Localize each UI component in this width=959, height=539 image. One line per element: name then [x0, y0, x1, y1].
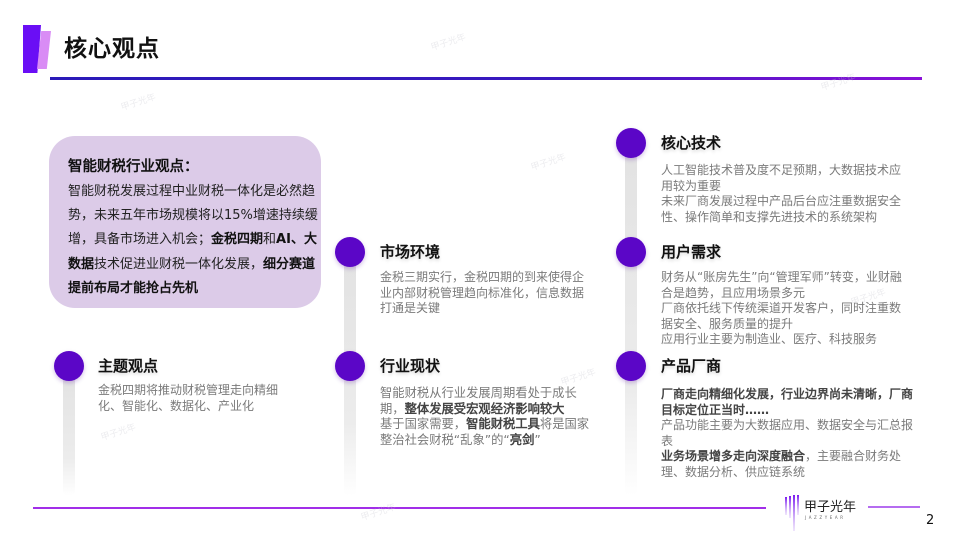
- section-body-market: 金税三期实行，金税四期的到来使得企业内部财税管理趋向标准化，信息数据打通是关键: [380, 270, 590, 317]
- section-body-tech: 人工智能技术普及度不足预期，大数据技术应用较为重要未来厂商发展过程中产品后台应注…: [661, 163, 911, 225]
- body-text: ，主要融合财务处理、数据分析、供应链系统: [661, 449, 902, 479]
- emphasis-text: 厂商走向精细化发展，行业边界尚未清晰，厂商目标定位正当时……: [661, 387, 914, 417]
- timeline-dot-market: [335, 237, 365, 267]
- body-line: 业务场景增多走向深度融合，主要融合财务处理、数据分析、供应链系统: [661, 449, 923, 480]
- footer-rule-right: [868, 506, 920, 508]
- timeline-dot-industry: [335, 351, 365, 381]
- emphasis-text: 业务场景增多走向深度融合: [661, 449, 806, 464]
- timeline-dot-theme: [54, 351, 84, 381]
- page-title: 核心观点: [64, 36, 160, 62]
- body-text: 未来厂商发展过程中产品后台应注重数据安全性、操作简单和支撑先进技术的系统架构: [661, 194, 902, 224]
- callout-body: 智能财税发展过程中业财税一体化是必然趋势，未来五年市场规模将以15%增速持续缓增…: [68, 180, 318, 301]
- body-text: 智能财税从行业发展周期看处于成长期，: [380, 386, 577, 416]
- emphasis-text: 亮剑: [509, 432, 535, 447]
- timeline-track-left: [63, 368, 75, 496]
- section-body-theme: 金税四期将推动财税管理走向精细化、智能化、数据化、产业化: [98, 383, 288, 414]
- body-text: 技术促进业财税一体化发展，: [94, 256, 264, 272]
- body-text: 财务从“账房先生”向“管理军师”转变，业财融合是趋势，且应用场景多元: [661, 270, 902, 300]
- section-title-theme: 主题观点: [98, 357, 159, 375]
- brand-name-cn: 甲子光年: [804, 500, 857, 515]
- body-line: 财务从“账房先生”向“管理军师”转变，业财融合是趋势，且应用场景多元: [661, 270, 911, 301]
- body-text: 应用行业主要为制造业、医疗、科技服务: [661, 332, 878, 347]
- body-text: 智能财税发展过程中业财税一体化是必然趋势，未来五年市场规模将以15%增速持续缓增…: [68, 184, 318, 248]
- body-line: 厂商依托线下传统渠道开发客户，同时注重数据安全、服务质量的提升: [661, 301, 911, 332]
- watermark: 甲子光年: [99, 422, 138, 444]
- emphasis-text: 细分赛道提前布局才能抢占先机: [68, 256, 316, 296]
- body-line: 智能财税从行业发展周期看处于成长期，整体发展受宏观经济影响较大: [380, 386, 595, 417]
- body-text: 和: [263, 232, 277, 248]
- body-text: 人工智能技术普及度不足预期，大数据技术应用较为重要: [661, 163, 902, 193]
- brand-bars-icon: [785, 495, 799, 531]
- watermark: 甲子光年: [429, 32, 468, 54]
- watermark: 甲子光年: [119, 92, 158, 114]
- title-accent-bar-secondary: [37, 31, 51, 69]
- emphasis-text: 整体发展受宏观经济影响较大: [404, 401, 565, 416]
- body-text: 金税三期实行，金税四期的到来使得企业内部财税管理趋向标准化，信息数据打通是关键: [380, 270, 585, 316]
- emphasis-text: 智能财税工具: [466, 417, 540, 432]
- page-number: 2: [926, 513, 935, 528]
- title-accent-bar-primary: [23, 25, 41, 73]
- body-line: 金税四期将推动财税管理走向精细化、智能化、数据化、产业化: [98, 383, 288, 414]
- callout-title: 智能财税行业观点：: [68, 159, 199, 175]
- watermark: 甲子光年: [529, 152, 568, 174]
- body-line: 金税三期实行，金税四期的到来使得企业内部财税管理趋向标准化，信息数据打通是关键: [380, 270, 590, 317]
- timeline-track-right: [625, 142, 637, 496]
- emphasis-text: 金税四期: [211, 232, 264, 248]
- body-text: 厂商依托线下传统渠道开发客户，同时注重数据安全、服务质量的提升: [661, 301, 902, 331]
- section-title-market: 市场环境: [380, 243, 441, 261]
- body-text: 将是国家整治社会财税“乱象”的“: [380, 417, 590, 447]
- watermark: 甲子光年: [819, 72, 858, 94]
- body-line: 厂商走向精细化发展，行业边界尚未清晰，厂商目标定位正当时……: [661, 387, 923, 418]
- section-body-demand: 财务从“账房先生”向“管理军师”转变，业财融合是趋势，且应用场景多元厂商依托线下…: [661, 270, 911, 348]
- timeline-dot-vendors: [616, 351, 646, 381]
- industry-viewpoint-callout: [49, 136, 321, 308]
- watermark: 甲子光年: [559, 367, 598, 389]
- watermark: 甲子光年: [359, 502, 398, 524]
- footer-rule-left: [33, 507, 766, 509]
- body-line: 应用行业主要为制造业、医疗、科技服务: [661, 332, 911, 348]
- emphasis-text: AI、大数据: [68, 232, 317, 272]
- section-title-vendors: 产品厂商: [661, 357, 722, 375]
- section-body-vendors: 厂商走向精细化发展，行业边界尚未清晰，厂商目标定位正当时……产品功能主要为大数据…: [661, 387, 923, 481]
- timeline-dot-tech: [616, 128, 646, 158]
- title-underline: [50, 77, 922, 80]
- body-text: ”: [534, 432, 541, 447]
- section-title-demand: 用户需求: [661, 243, 722, 261]
- body-text: 基于国家需要，: [380, 417, 467, 432]
- body-line: 产品功能主要为大数据应用、数据安全与汇总报表: [661, 418, 923, 449]
- body-line: 未来厂商发展过程中产品后台应注重数据安全性、操作简单和支撑先进技术的系统架构: [661, 194, 911, 225]
- brand-name-en: JAZZYEAR: [805, 515, 846, 520]
- section-title-industry: 行业现状: [380, 357, 441, 375]
- body-text: 金税四期将推动财税管理走向精细化、智能化、数据化、产业化: [98, 383, 279, 413]
- section-title-tech: 核心技术: [661, 134, 722, 152]
- timeline-dot-demand: [616, 237, 646, 267]
- footer-brand-logo: 甲子光年 JAZZYEAR: [784, 493, 864, 533]
- body-line: 人工智能技术普及度不足预期，大数据技术应用较为重要: [661, 163, 911, 194]
- section-body-industry: 智能财税从行业发展周期看处于成长期，整体发展受宏观经济影响较大基于国家需要，智能…: [380, 386, 595, 448]
- body-text: 产品功能主要为大数据应用、数据安全与汇总报表: [661, 418, 914, 448]
- body-line: 基于国家需要，智能财税工具将是国家整治社会财税“乱象”的“亮剑”: [380, 417, 595, 448]
